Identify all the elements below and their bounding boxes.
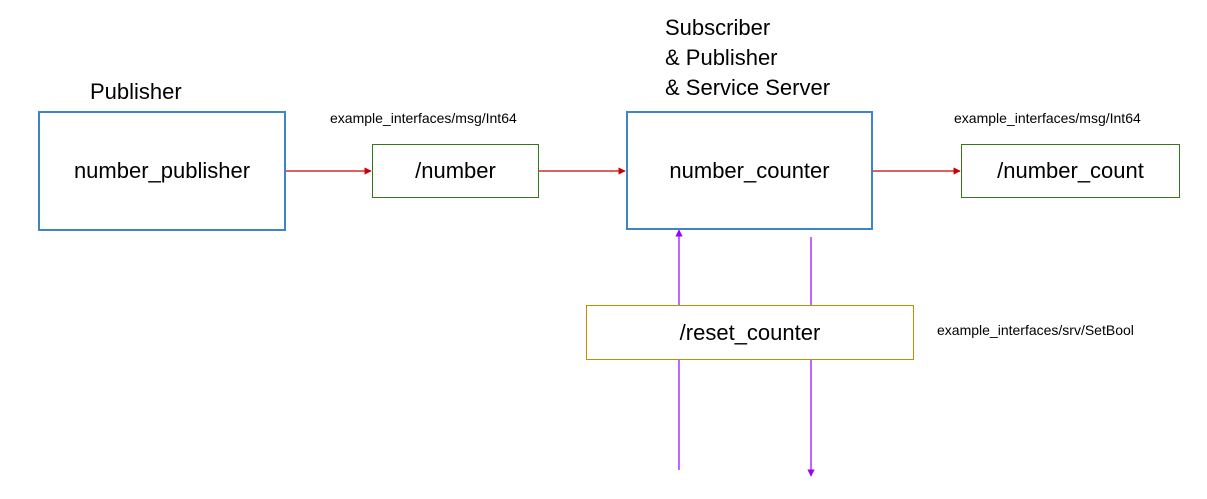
reset-counter-service-label: /reset_counter bbox=[679, 319, 821, 345]
number-publisher-node: number_publisher bbox=[38, 111, 286, 231]
number-topic-type-label: example_interfaces/msg/Int64 bbox=[330, 110, 517, 126]
number-publisher-label: number_publisher bbox=[73, 158, 251, 183]
counter-role-line: & Service Server bbox=[665, 75, 831, 100]
number-count-topic: /number_count bbox=[961, 144, 1180, 198]
number-topic-label: /number bbox=[415, 158, 496, 183]
number-counter-node: number_counter bbox=[626, 111, 873, 230]
counter-role-line: & Publisher bbox=[665, 45, 778, 70]
number-count-topic-type-label: example_interfaces/msg/Int64 bbox=[954, 110, 1141, 126]
counter-role-line: Subscriber bbox=[665, 15, 771, 40]
number-counter-label: number_counter bbox=[669, 157, 830, 183]
reset-counter-service: /reset_counter bbox=[586, 305, 914, 360]
reset-counter-service-type-label: example_interfaces/srv/SetBool bbox=[937, 322, 1134, 338]
counter-role-label: Subscriber & Publisher & Service Server bbox=[665, 13, 830, 103]
publisher-role-label: Publisher bbox=[90, 79, 182, 104]
number-topic: /number bbox=[372, 144, 539, 198]
number-count-topic-label: /number_count bbox=[997, 158, 1144, 183]
